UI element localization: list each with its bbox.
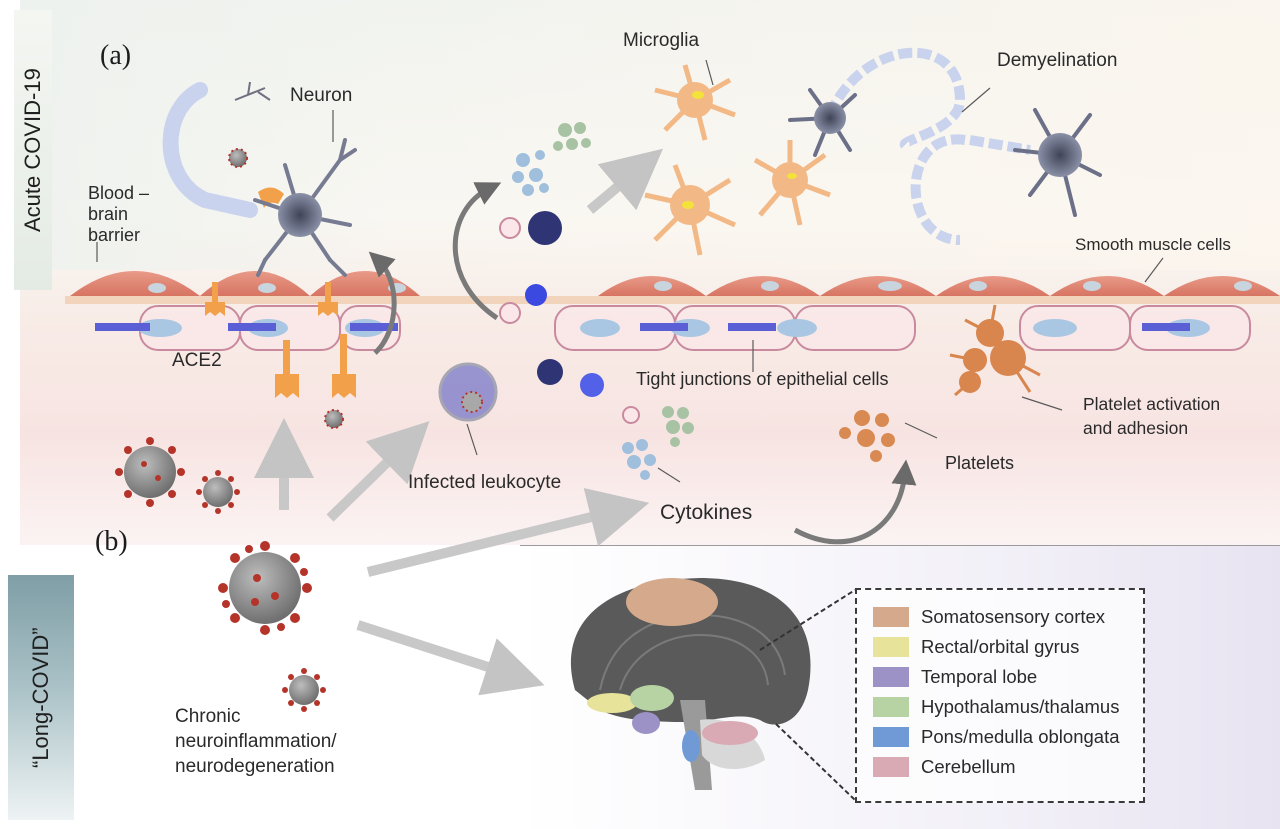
neuron-cell (162, 81, 357, 277)
tight-junctions (95, 323, 1190, 331)
leader-lines (96, 59, 1164, 483)
legend-item: Hypothalamus/thalamus (873, 692, 1143, 722)
label-microglia: Microglia (623, 30, 700, 51)
legend-item: Somatosensory cortex (873, 602, 1143, 632)
panel-label-a: (a) (100, 40, 132, 71)
legend-label: Temporal lobe (921, 666, 1038, 687)
smooth-muscle-cells (70, 271, 1280, 296)
panel-divider (520, 545, 1280, 546)
panel-label-b: (b) (95, 526, 128, 557)
platelets (839, 410, 895, 462)
label-tight-junctions: Tight junctions of epithelial cells (636, 369, 889, 389)
label-bbb-line-3: barrier (88, 225, 141, 245)
label-demyelination: Demyelination (997, 50, 1118, 71)
label-chronic-line-2: neuroinflammation/ (175, 731, 337, 752)
legend-label: Rectal/orbital gyrus (921, 636, 1080, 657)
leukocytes (499, 211, 604, 397)
legend-label: Pons/medulla oblongata (921, 726, 1120, 747)
endothelial-cells (139, 305, 1251, 351)
label-chronic-neuroinflammation: Chronic neuroinflammation/ neurodegenera… (175, 704, 337, 779)
activated-platelets (949, 304, 1041, 397)
label-infected-leukocyte: Infected leukocyte (408, 472, 562, 493)
label-chronic-line-3: neurodegeneration (175, 756, 335, 777)
panel-a-upper-tint (20, 0, 1280, 270)
legend-item: Pons/medulla oblongata (873, 722, 1143, 752)
label-cytokines: Cytokines (660, 501, 753, 524)
label-platelet-activation-line-2: and adhesion (1083, 418, 1189, 438)
legend-swatch (873, 757, 909, 777)
microglia (644, 64, 831, 256)
cytokines-bottom (622, 406, 694, 480)
legend-swatch (873, 637, 909, 657)
legend-item: Rectal/orbital gyrus (873, 632, 1143, 662)
legend-label: Somatosensory cortex (921, 606, 1106, 627)
infected-leukocyte (438, 362, 498, 422)
label-ace2: ACE2 (172, 350, 222, 371)
arrows (254, 148, 663, 696)
label-platelet-activation-line-1: Platelet activation (1083, 394, 1221, 414)
label-smooth-muscle-cells: Smooth muscle cells (1075, 235, 1231, 254)
legend-label: Cerebellum (921, 756, 1016, 777)
label-neuron: Neuron (290, 85, 353, 106)
label-platelets: Platelets (945, 453, 1015, 473)
legend-swatch (873, 607, 909, 627)
demyelinated-neurons (788, 47, 1102, 245)
label-bbb-line-1: Blood – (88, 183, 150, 203)
legend-callout-lines (759, 589, 856, 801)
virus-particles (115, 148, 344, 712)
legend-swatch (873, 667, 909, 687)
label-platelet-activation: Platelet activation and adhesion (1083, 392, 1220, 440)
label-chronic-line-1: Chronic (175, 706, 241, 727)
cytokines-top (512, 122, 591, 196)
legend-swatch (873, 727, 909, 747)
legend-item: Temporal lobe (873, 662, 1143, 692)
brain-sagittal (570, 578, 811, 790)
curved-arrows (368, 182, 917, 545)
label-bbb-line-2: brain (88, 204, 129, 224)
legend-label: Hypothalamus/thalamus (921, 696, 1120, 717)
legend-swatch (873, 697, 909, 717)
legend-item: Cerebellum (873, 752, 1143, 782)
label-blood-brain-barrier: Blood – brain barrier (88, 183, 149, 246)
